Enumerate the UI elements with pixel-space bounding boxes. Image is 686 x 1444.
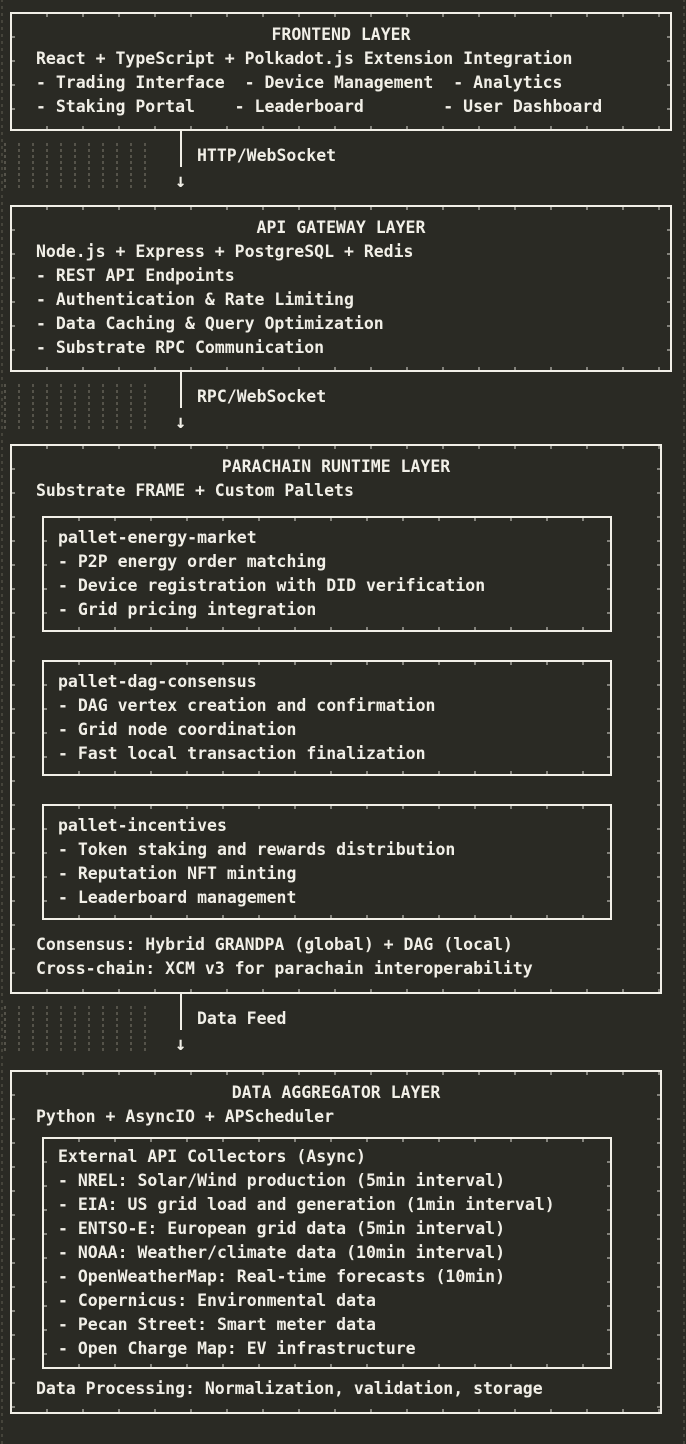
connector-line xyxy=(180,131,182,167)
consensus-note-line: Consensus: Hybrid GRANDPA (global) + DAG… xyxy=(36,935,513,954)
dotted-columns-decoration xyxy=(4,382,156,432)
collector-line: - Pecan Street: Smart meter data xyxy=(58,1315,376,1334)
collector-line: - OpenWeatherMap: Real-time forecasts (1… xyxy=(58,1267,506,1286)
frontend-layer-title: FRONTEND LAYER xyxy=(271,25,411,44)
right-edge-dotted-line xyxy=(683,0,685,1444)
pallet-feature-line: - Grid pricing integration xyxy=(58,600,317,619)
pallet-feature-line: - Reputation NFT minting xyxy=(58,864,297,883)
pallet-feature-line: - Token staking and rewards distribution xyxy=(58,840,456,859)
down-arrow-icon: ↓ xyxy=(175,170,187,192)
api-gateway-layer-title: API GATEWAY LAYER xyxy=(256,218,426,237)
api-gateway-stack-line: Node.js + Express + PostgreSQL + Redis xyxy=(36,242,414,261)
collectors-title: External API Collectors (Async) xyxy=(58,1147,366,1166)
connector-http-websocket: HTTP/WebSocket ↓ xyxy=(0,131,686,205)
frontend-feature-line: - Staking Portal - Leaderboard - User Da… xyxy=(36,97,603,116)
aggregator-layer-title: DATA AGGREGATOR LAYER xyxy=(231,1083,441,1102)
api-gateway-layer-box: API GATEWAY LAYER Node.js + Express + Po… xyxy=(10,205,672,372)
pallet-feature-line: - P2P energy order matching xyxy=(58,552,327,571)
api-gateway-feature-line: - Authentication & Rate Limiting xyxy=(36,290,354,309)
connector-line xyxy=(180,372,182,408)
down-arrow-icon: ↓ xyxy=(175,1033,187,1055)
parachain-stack-line: Substrate FRAME + Custom Pallets xyxy=(36,481,354,500)
crosschain-note-line: Cross-chain: XCM v3 for parachain intero… xyxy=(36,959,533,978)
aggregator-stack-line: Python + AsyncIO + APScheduler xyxy=(36,1107,335,1126)
frontend-feature-line: - Trading Interface - Device Management … xyxy=(36,73,563,92)
pallet-name: pallet-energy-market xyxy=(58,528,257,547)
parachain-layer-title: PARACHAIN RUNTIME LAYER xyxy=(221,457,451,476)
connector-label: HTTP/WebSocket xyxy=(197,146,337,165)
collector-line: - Open Charge Map: EV infrastructure xyxy=(58,1339,416,1358)
connector-line xyxy=(180,994,182,1030)
pallet-energy-market-box: pallet-energy-market - P2P energy order … xyxy=(42,516,612,632)
connector-rpc-websocket: RPC/WebSocket ↓ xyxy=(0,372,686,444)
connector-label: RPC/WebSocket xyxy=(197,387,327,406)
pallet-feature-line: - Leaderboard management xyxy=(58,888,297,907)
collector-line: - Copernicus: Environmental data xyxy=(58,1291,376,1310)
data-aggregator-layer-box: DATA AGGREGATOR LAYER Python + AsyncIO +… xyxy=(10,1070,662,1414)
dotted-columns-decoration xyxy=(4,141,156,191)
connector-label: Data Feed xyxy=(197,1009,287,1028)
pallet-feature-line: - Fast local transaction finalization xyxy=(58,744,426,763)
api-gateway-feature-line: - Substrate RPC Communication xyxy=(36,338,325,357)
collector-line: - EIA: US grid load and generation (1min… xyxy=(58,1195,555,1214)
frontend-layer-box: FRONTEND LAYER React + TypeScript + Polk… xyxy=(10,12,672,131)
dotted-columns-decoration xyxy=(4,1004,156,1054)
frontend-stack-line: React + TypeScript + Polkadot.js Extensi… xyxy=(36,49,573,68)
collector-line: - NREL: Solar/Wind production (5min inte… xyxy=(58,1171,506,1190)
parachain-runtime-layer-box: PARACHAIN RUNTIME LAYER Substrate FRAME … xyxy=(10,444,662,994)
api-gateway-feature-line: - REST API Endpoints xyxy=(36,266,235,285)
pallet-name: pallet-dag-consensus xyxy=(58,672,257,691)
pallet-feature-line: - Device registration with DID verificat… xyxy=(58,576,486,595)
collector-line: - NOAA: Weather/climate data (10min inte… xyxy=(58,1243,506,1262)
pallet-feature-line: - DAG vertex creation and confirmation xyxy=(58,696,436,715)
connector-data-feed: Data Feed ↓ xyxy=(0,994,686,1070)
down-arrow-icon: ↓ xyxy=(175,411,187,433)
pallet-feature-line: - Grid node coordination xyxy=(58,720,297,739)
pallet-name: pallet-incentives xyxy=(58,816,227,835)
collector-line: - ENTSO-E: European grid data (5min inte… xyxy=(58,1219,506,1238)
left-edge-dotted-line xyxy=(1,0,3,1444)
external-api-collectors-box: External API Collectors (Async) - NREL: … xyxy=(42,1137,612,1369)
api-gateway-feature-line: - Data Caching & Query Optimization xyxy=(36,314,384,333)
pallet-dag-consensus-box: pallet-dag-consensus - DAG vertex creati… xyxy=(42,660,612,776)
pallet-incentives-box: pallet-incentives - Token staking and re… xyxy=(42,804,612,920)
data-processing-line: Data Processing: Normalization, validati… xyxy=(36,1379,543,1398)
